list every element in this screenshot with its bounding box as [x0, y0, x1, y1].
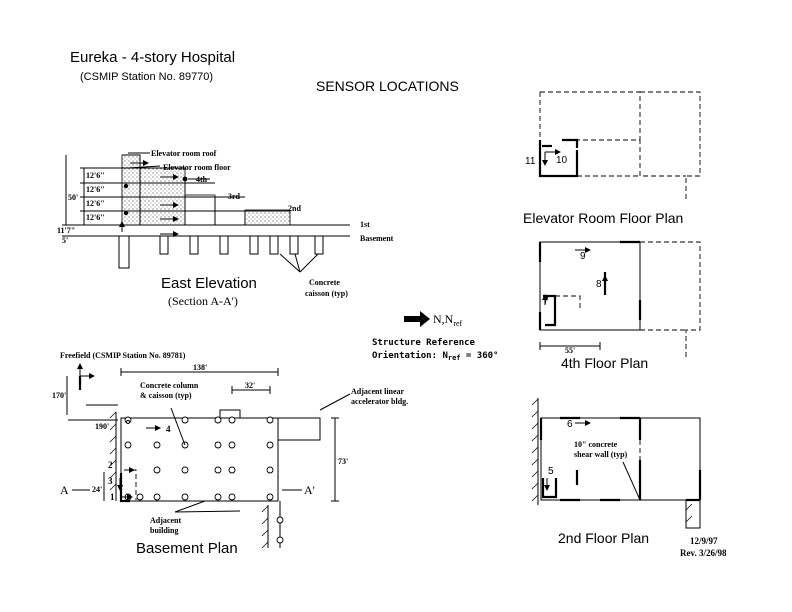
- dim-73: 73': [338, 457, 348, 466]
- drawing-title: Eureka - 4-story Hospital: [70, 49, 235, 66]
- dim-12-6-b: 12'6": [86, 185, 105, 194]
- second-sensor-arrow-icon: [544, 420, 591, 491]
- dim-170: 170': [52, 391, 66, 400]
- fourth-floor-plan: 9 8 7 55' 4th Floor Plan: [538, 240, 701, 371]
- east-elevation: Elevator room roof Elevator room floor 4…: [57, 149, 394, 308]
- section-mark-a-prime: A': [304, 483, 315, 497]
- label-column-caisson: & caisson (typ): [140, 391, 192, 400]
- reference-orientation: N,Nref Structure Reference Orientation: …: [372, 311, 498, 362]
- basement-outline: [120, 417, 279, 502]
- label-elevator-roof: Elevator room roof: [151, 149, 217, 158]
- second-floor-plan: 6 5 10" concrete shear wall (typ) 2nd Fl…: [531, 398, 702, 546]
- section-label: (Section A-A'): [168, 294, 238, 308]
- basement-plan-title: Basement Plan: [136, 540, 238, 557]
- ref-line-2: Orientation: Nref = 360°: [372, 350, 498, 362]
- label-shear-wall-1: 10" concrete: [574, 440, 618, 449]
- label-4th: 4th: [196, 175, 208, 184]
- label-2nd: 2nd: [288, 204, 301, 213]
- label-building: building: [150, 526, 178, 535]
- label-caisson: Concrete: [309, 278, 340, 287]
- sensor-8: 8: [596, 279, 602, 290]
- basement-sensor-arrow-icon: [117, 425, 161, 503]
- dim-12-6-a: 12'6": [86, 171, 105, 180]
- label-elevator-floor: Elevator room floor: [163, 163, 231, 172]
- elevator-room-plan: 10 11 Elevator Room Floor Plan: [523, 91, 701, 226]
- freefield-arrow-icon: [77, 363, 95, 390]
- elevator-sensor-arrow-icon: [542, 149, 561, 166]
- sensor-7: 7: [543, 296, 549, 307]
- sensor-10: 10: [556, 155, 568, 166]
- north-arrow-icon: [404, 311, 430, 327]
- caisson-row: [118, 235, 324, 269]
- label-1st: 1st: [360, 220, 370, 229]
- ref-line-1: Structure Reference: [372, 338, 476, 348]
- sensor-locations-heading: SENSOR LOCATIONS: [316, 78, 459, 94]
- second-plan-title: 2nd Floor Plan: [558, 530, 649, 546]
- sensor-1: 1: [110, 492, 115, 502]
- second-hatched-wall: [531, 398, 701, 529]
- dim-55: 55': [565, 346, 575, 355]
- title-block: Eureka - 4-story Hospital (CSMIP Station…: [70, 49, 459, 94]
- dim-32: 32': [245, 381, 255, 390]
- sensor-5: 5: [548, 466, 554, 477]
- label-accelerator-1: Adjacent linear: [351, 387, 405, 396]
- sensor-6: 6: [567, 419, 573, 430]
- drawing-date: 12/9/97: [690, 536, 718, 546]
- dim-5: 5': [62, 236, 68, 245]
- dim-50: 50': [68, 193, 78, 202]
- column-grid: [124, 416, 284, 544]
- dim-138: 138': [193, 363, 207, 372]
- station-number: (CSMIP Station No. 89770): [80, 71, 213, 83]
- hatched-boundary: [109, 411, 281, 549]
- label-adjacent: Adjacent: [150, 516, 181, 525]
- elevation-dimensions: 12'6" 12'6" 12'6" 12'6" 50' 11'7" 5': [57, 155, 122, 245]
- elevator-plan-title: Elevator Room Floor Plan: [523, 210, 683, 226]
- dim-12-6-d: 12'6": [86, 213, 105, 222]
- revision-block: 12/9/97 Rev. 3/26/98: [680, 536, 727, 558]
- label-caisson-typ: caisson (typ): [305, 289, 348, 298]
- label-accelerator-2: accelerator bldg.: [351, 397, 408, 406]
- fourth-plan-title: 4th Floor Plan: [561, 355, 648, 371]
- revision-date: Rev. 3/26/98: [680, 548, 727, 558]
- section-mark-a: A: [60, 483, 69, 497]
- dim-12-6-c: 12'6": [86, 199, 105, 208]
- ref-north: N,Nref: [433, 312, 463, 328]
- label-basement: Basement: [360, 234, 394, 243]
- label-concrete-column: Concrete column: [140, 381, 199, 390]
- sensor-2: 2: [108, 460, 113, 470]
- fourth-sensor-arrow-icon: [542, 247, 608, 305]
- dim-11-7: 11'7": [57, 226, 75, 235]
- dim-24: 24': [92, 485, 102, 494]
- basement-plan: Freefield (CSMIP Station No. 89781) 170'…: [52, 351, 408, 557]
- label-3rd: 3rd: [228, 192, 241, 201]
- sensor-4: 4: [166, 424, 171, 434]
- elevation-arrow-icon: [119, 160, 179, 237]
- sensor-9: 9: [580, 251, 586, 262]
- dim-190: 190': [95, 422, 109, 431]
- sensor-11: 11: [525, 156, 536, 167]
- east-elevation-title: East Elevation: [161, 275, 257, 292]
- sensor-3: 3: [108, 476, 113, 486]
- label-shear-wall-2: shear wall (typ): [574, 450, 628, 459]
- freefield-label: Freefield (CSMIP Station No. 89781): [60, 351, 186, 360]
